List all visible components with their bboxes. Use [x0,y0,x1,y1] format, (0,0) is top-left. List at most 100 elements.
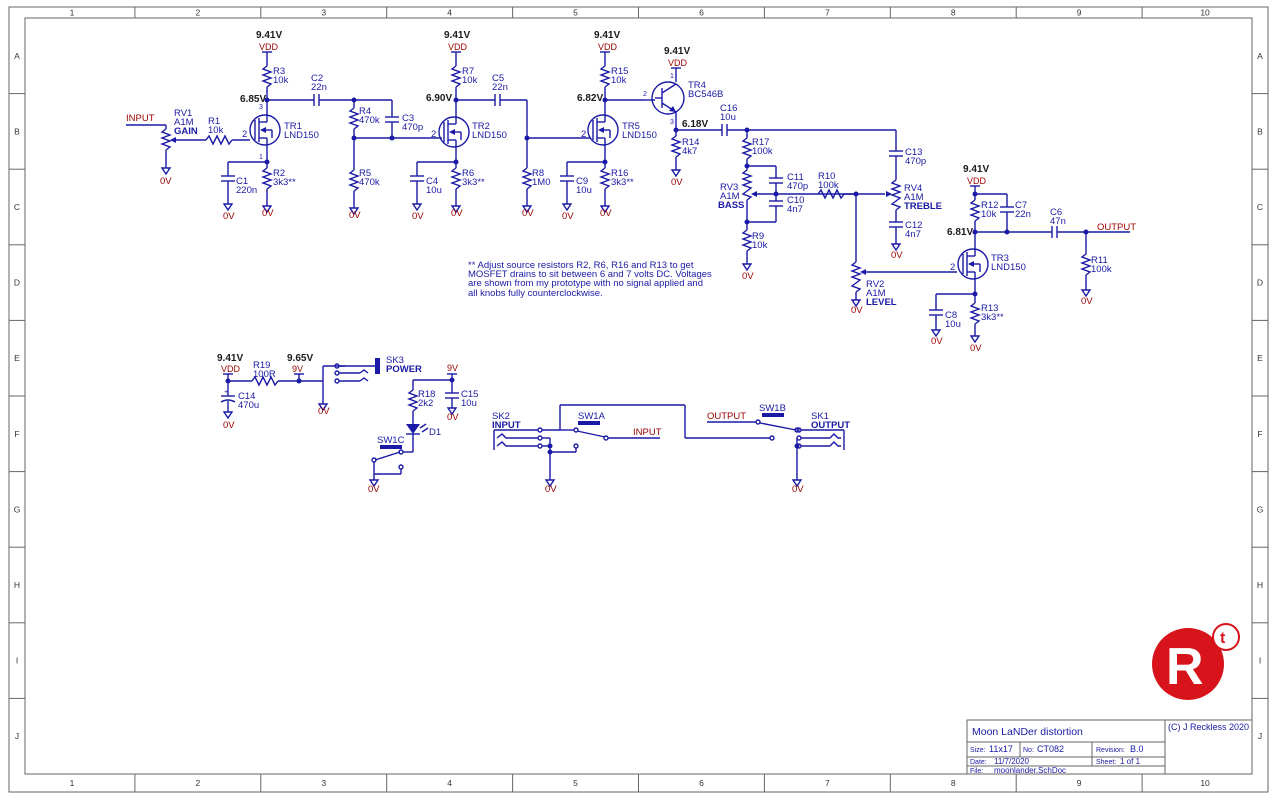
rv1-value: A1M [174,117,194,128]
net-output-label: OUTPUT [1097,222,1136,233]
sk2-ref: SK2 [492,411,510,422]
zone-column-label: 8 [951,778,956,788]
rv4-knob-label: TREBLE [904,201,942,212]
r15-ref: R15 [611,66,628,77]
r19-value: 100R [253,369,276,380]
r11-resistor [1080,253,1092,276]
r3-vdd-voltage: 9.41V [256,30,282,41]
r10-resistor [817,188,845,200]
tr4-emitter-voltage: 6.18V [682,119,708,130]
gnd-label: 0V [368,484,380,495]
r14-resistor [670,135,682,158]
bypass-switching: SK2 INPUT 0V SW1A INPUT [492,403,850,495]
rv1-resistor [160,128,172,151]
sk3-jack-body [375,358,380,374]
c7-ref: C7 [1015,200,1027,211]
r15-vdd-voltage: 9.41V [594,30,620,41]
tb-file-value: moonlander.SchDoc [994,766,1066,775]
c6-ref: C6 [1050,207,1062,218]
zone-column-label: 7 [825,8,830,18]
r11-value: 100k [1091,264,1112,275]
rv4-wiper-arrow [886,191,892,197]
r7-value: 10k [462,75,478,86]
net-input-label: INPUT [633,427,662,438]
zone-column-label: 2 [195,778,200,788]
zone-column-label: 10 [1200,8,1210,18]
vdd-label: VDD [221,364,241,374]
vdd-label: VDD [259,42,279,52]
c13-ref: C13 [905,147,922,158]
r7-vdd-voltage: 9.41V [444,30,470,41]
r8-ref: R8 [532,168,544,179]
note-line-3: are shown from my prototype with no sign… [468,278,703,289]
r1-ref: R1 [208,116,220,127]
c11-ref: C11 [787,172,804,183]
tb-size-label: Size: [970,747,986,754]
r10-value: 100k [818,180,839,191]
sk1-label: OUTPUT [811,420,850,431]
r2-value: 3k3** [273,177,296,188]
zone-row-label: F [14,429,19,439]
tb-date-label: Date: [970,759,987,766]
gnd-label: 0V [223,211,235,222]
zone-row-label: A [1257,51,1263,61]
gnd-label: 0V [792,484,804,495]
zone-row-label: E [1257,353,1263,363]
r7-ref: R7 [462,66,474,77]
tb-date-value: 11/7/2020 [994,757,1030,766]
tr1-mosfet [249,114,281,146]
rv3-ref: RV3 [720,182,738,193]
r5-ref: R5 [359,168,371,179]
r9-ref: R9 [752,231,764,242]
r15-resistor [599,65,611,88]
net-output-label: OUTPUT [707,411,746,422]
rv4-value: A1M [904,192,924,203]
gnd-label: 0V [160,176,172,187]
d1-led [406,424,420,434]
logo-superscript: t [1220,630,1226,647]
tr1-source-pin: 1 [259,154,263,161]
r6-resistor [450,167,462,190]
zone-row-label: G [1257,504,1264,514]
c5-ref: C5 [492,73,504,84]
r9-value: 10k [752,240,768,251]
r13-value: 3k3** [981,312,1004,323]
c12-ref: C12 [905,220,922,231]
r8-value: 1M0 [532,177,550,188]
c6-value: 47n [1050,216,1066,227]
stage-1: INPUT RV1 A1M GAIN 0V R1 10k 2 TR1 LND15… [126,30,319,222]
c5-value: 22n [492,82,508,93]
tb-sheet-label: Sheet: [1096,759,1116,766]
r4-value: 470k [359,115,380,126]
zone-row-label: J [1258,731,1262,741]
c9-value: 10u [576,185,592,196]
r17-resistor [741,137,753,160]
r18-ref: R18 [418,389,435,400]
r6-value: 3k3** [462,177,485,188]
gnd-label: 0V [262,208,274,219]
note-line-4: all knobs fully counterclockwise. [468,288,603,299]
r7-resistor [450,65,462,88]
zone-column-label: 7 [825,778,830,788]
gnd-label: 0V [891,250,903,261]
zone-column-label: 3 [321,8,326,18]
r1-resistor [205,134,233,146]
tb-file-label: File: [970,768,983,775]
tr3-gate-pin: 2 [950,262,955,273]
tb-revision-label: Revision: [1096,747,1125,754]
rv4-resistor [890,179,902,211]
zone-row-label: G [14,504,21,514]
tr2-value: LND150 [472,130,507,141]
vdd-label: VDD [448,42,468,52]
tr4-bjt [651,81,685,115]
zone-column-label: 9 [1077,778,1082,788]
tb-sheet-value: 1 of 1 [1120,757,1141,766]
tr2-gate-pin: 2 [431,129,436,140]
sw1c-actuator [380,445,402,449]
rv2-wiper-arrow [860,269,866,275]
r16-ref: R16 [611,168,628,179]
zone-row-label: B [14,126,20,136]
r3-resistor [261,65,273,88]
sk1-ref: SK1 [811,411,829,422]
